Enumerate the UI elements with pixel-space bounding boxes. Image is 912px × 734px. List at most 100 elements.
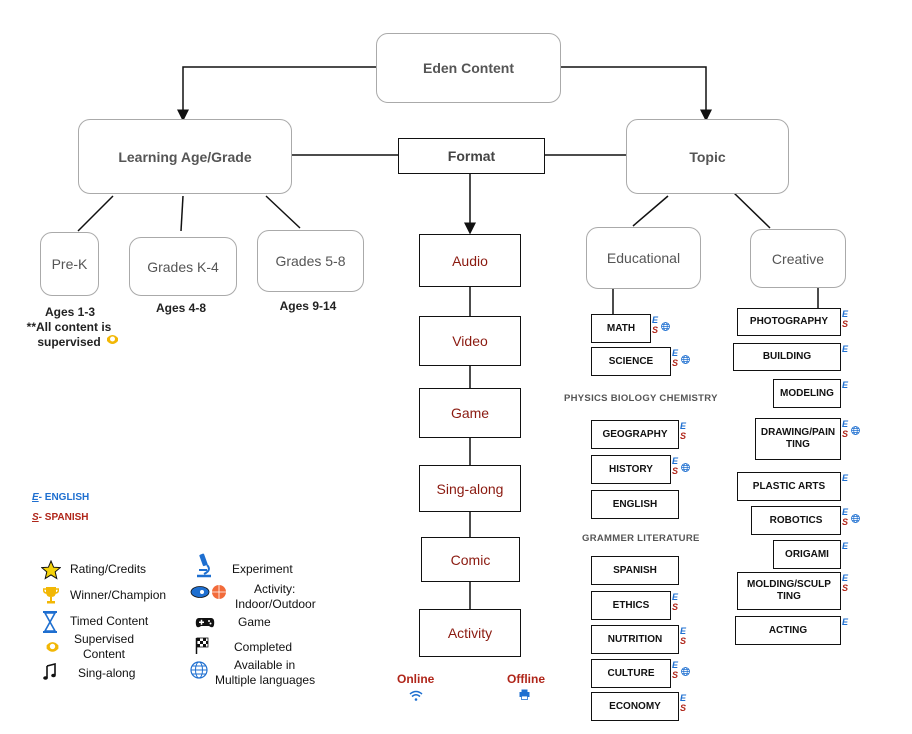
globe-icon xyxy=(851,422,860,435)
english-badge-icon: E xyxy=(672,660,679,670)
legend-timed: Timed Content xyxy=(70,614,149,628)
creative-item-robotics: ROBOTICS xyxy=(751,506,841,535)
english-subtopics: GRAMMER LITERATURE xyxy=(582,533,700,544)
globe-icon xyxy=(190,661,208,684)
creative-item-building: BUILDING xyxy=(733,343,841,371)
edu-item-math: MATH xyxy=(591,314,651,343)
legend-completed: Completed xyxy=(234,640,293,654)
microscope-icon xyxy=(195,553,213,584)
creative-item-photography: PHOTOGRAPHY xyxy=(737,308,841,336)
trophy-icon xyxy=(42,586,60,609)
star-icon xyxy=(40,559,62,585)
edu-item-economy: ECONOMY xyxy=(591,692,679,721)
hourglass-icon xyxy=(43,611,57,638)
spanish-badge-icon: S xyxy=(672,358,679,368)
prek-node: Pre-K xyxy=(40,232,99,296)
english-badge-icon: E xyxy=(842,473,849,483)
english-badge-icon: E xyxy=(842,309,849,319)
gamepad-icon xyxy=(195,616,215,634)
legend-supervised-2: Content xyxy=(82,647,126,661)
k4-ages: Ages 4-8 xyxy=(155,301,207,315)
music-note-icon xyxy=(43,662,57,686)
english-badge-icon: E xyxy=(842,507,849,517)
edu-item-nutrition: NUTRITION xyxy=(591,625,679,654)
globe-icon xyxy=(681,351,690,364)
edu-item-english: ENGLISH xyxy=(591,490,679,519)
grades-k4-node: Grades K-4 xyxy=(129,237,237,296)
legend-singalong: Sing-along xyxy=(78,666,136,680)
offline-label: Offline xyxy=(507,672,545,686)
creative-item-modeling: MODELING xyxy=(773,379,841,408)
english-badge-icon: E xyxy=(680,421,687,431)
science-subtopics: PHYSICS BIOLOGY CHEMISTRY xyxy=(564,393,718,404)
spanish-badge-icon: S xyxy=(680,703,687,713)
creative-item-plastic-arts: PLASTIC ARTS xyxy=(737,472,841,501)
prek-note-line1: **All content is xyxy=(26,320,112,334)
legend-game: Game xyxy=(238,615,271,629)
spanish-badge-icon: S xyxy=(842,517,849,527)
english-key: E- ENGLISH xyxy=(32,492,90,503)
online-label: Online xyxy=(397,672,435,686)
edu-item-ethics: ETHICS xyxy=(591,591,671,620)
topic-node: Topic xyxy=(626,119,789,194)
educational-node: Educational xyxy=(586,227,701,289)
globe-icon xyxy=(851,510,860,523)
format-audio: Audio xyxy=(419,234,521,287)
checkered-flag-icon xyxy=(195,637,209,660)
format-video: Video xyxy=(419,316,521,366)
english-badge-icon: E xyxy=(680,626,687,636)
legend-winner: Winner/Champion xyxy=(70,588,167,602)
globe-icon xyxy=(681,663,690,676)
format-comic: Comic xyxy=(421,537,520,582)
spanish-badge-icon: S xyxy=(842,319,849,329)
edu-item-spanish: SPANISH xyxy=(591,556,679,585)
edu-item-science: SCIENCE xyxy=(591,347,671,376)
globe-icon xyxy=(681,459,690,472)
legend-activity-2: Indoor/Outdoor xyxy=(235,597,316,611)
prek-note-line2: supervised xyxy=(37,335,101,349)
format-activity: Activity xyxy=(419,609,521,657)
grades-58-node: Grades 5-8 xyxy=(257,230,364,292)
legend-rating: Rating/Credits xyxy=(70,562,147,576)
english-badge-icon: E xyxy=(672,592,679,602)
globe-icon xyxy=(661,318,670,331)
spanish-badge-icon: S xyxy=(672,602,679,612)
activity-icon xyxy=(190,584,228,605)
edu-item-culture: CULTURE xyxy=(591,659,671,688)
english-badge-icon: E xyxy=(672,348,679,358)
legend-supervised-1: Supervised xyxy=(73,632,135,646)
supervised-icon xyxy=(105,333,120,352)
legend-experiment: Experiment xyxy=(232,562,293,576)
spanish-badge-icon: S xyxy=(680,636,687,646)
spanish-badge-icon: S xyxy=(842,429,849,439)
supervised-legend-icon xyxy=(44,640,61,660)
legend-multilang-1: Available in xyxy=(234,658,296,672)
format-game: Game xyxy=(419,388,521,438)
english-badge-icon: E xyxy=(842,380,849,390)
english-badge-icon: E xyxy=(842,541,849,551)
format-singalong: Sing-along xyxy=(419,465,521,512)
english-badge-icon: E xyxy=(842,419,849,429)
age-grade-node: Learning Age/Grade xyxy=(78,119,292,194)
spanish-badge-icon: S xyxy=(652,325,659,335)
legend-multilang-2: Multiple languages xyxy=(215,673,316,687)
english-badge-icon: E xyxy=(652,315,659,325)
english-badge-icon: E xyxy=(672,456,679,466)
english-badge-icon: E xyxy=(680,693,687,703)
spanish-badge-icon: S xyxy=(672,670,679,680)
edu-item-geography: GEOGRAPHY xyxy=(591,420,679,449)
spanish-key: S- SPANISH xyxy=(32,512,89,523)
edu-item-history: HISTORY xyxy=(591,455,671,484)
creative-item-origami: ORIGAMI xyxy=(773,540,841,569)
creative-item-acting: ACTING xyxy=(735,616,841,645)
root-node: Eden Content xyxy=(376,33,561,103)
58-ages: Ages 9-14 xyxy=(279,299,337,313)
creative-item-molding-sculp-ting: MOLDING/SCULP TING xyxy=(737,572,841,610)
wifi-icon xyxy=(409,688,423,706)
spanish-badge-icon: S xyxy=(680,431,687,441)
printer-icon xyxy=(519,687,530,705)
creative-item-drawing-pain-ting: DRAWING/PAIN TING xyxy=(755,418,841,460)
format-node: Format xyxy=(398,138,545,174)
english-badge-icon: E xyxy=(842,573,849,583)
